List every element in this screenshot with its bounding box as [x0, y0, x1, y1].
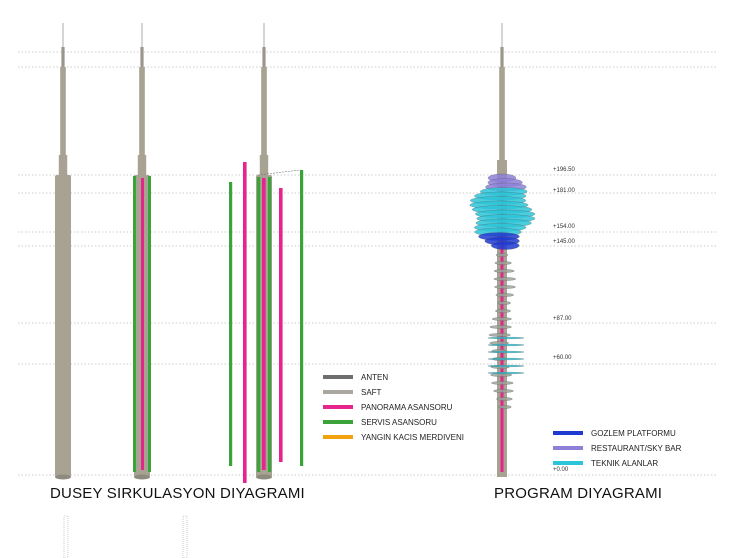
- legend-swatch: [553, 461, 583, 465]
- shaft-tower-1: [55, 23, 71, 480]
- elevation-label: +181.00: [553, 188, 576, 194]
- program-legend-item: GOZLEM PLATFORMU: [553, 428, 676, 438]
- elevation-label: +154.00: [553, 224, 576, 230]
- spire-collar: [137, 155, 147, 177]
- circulation-legend: ANTEN SAFT PANORAMA ASANSORU SERVIS ASANSOR…: [323, 372, 493, 467]
- elevation-label: +0.00: [553, 467, 569, 473]
- elevation-label: +87.00: [553, 316, 572, 322]
- antenna-mast: [262, 47, 266, 67]
- legend-label: GOZLEM PLATFORMU: [591, 428, 676, 438]
- panorama-elevator: [279, 188, 283, 462]
- legend-label: SAFT: [361, 387, 382, 397]
- service-elevator: [268, 177, 272, 472]
- tower-drawings: [55, 23, 304, 483]
- legend-label: SERVIS ASANSORU: [361, 417, 437, 427]
- legend-label: TEKNIK ALANLAR: [591, 458, 659, 468]
- fragment-outline: [63, 515, 69, 558]
- typical-floor-plate: [495, 253, 509, 257]
- circulation-legend-item: SAFT: [323, 387, 381, 397]
- technical-plate: [487, 357, 525, 361]
- circulation-legend-item: YANGIN KACIS MERDIVENI: [323, 432, 464, 442]
- upper-spire: [261, 67, 267, 157]
- typical-floor-plate: [496, 397, 513, 401]
- typical-floor-plate: [489, 325, 512, 329]
- typical-floor-plate: [498, 405, 512, 409]
- legend-label: RESTAURANT/SKY BAR: [591, 443, 682, 453]
- service-elevator: [229, 182, 233, 466]
- typical-floor-plate: [495, 309, 511, 313]
- technical-plate: [487, 371, 525, 375]
- legend-label: YANGIN KACIS MERDIVENI: [361, 432, 464, 442]
- shaft-base: [134, 474, 150, 480]
- program-diagram-title: PROGRAM DIYAGRAMI: [494, 485, 663, 502]
- typical-floor-plate: [497, 301, 511, 305]
- circulation-tower-3: [229, 23, 304, 483]
- circulation-legend-item: ANTEN: [323, 372, 388, 382]
- technical-plate: [487, 364, 525, 368]
- circulation-diagram-title: DUSEY SIRKULASYON DIYAGRAMI: [50, 485, 305, 502]
- typical-floor-plate: [493, 269, 515, 273]
- observation-floor: [491, 241, 520, 250]
- typical-floor-plate: [488, 333, 511, 337]
- elevation-labels: +196.50 +181.00 +154.00 +145.00 +87.00 +60.00…: [553, 167, 576, 473]
- panorama-elevator: [262, 178, 266, 470]
- panorama-elevator: [243, 162, 247, 483]
- upper-spire: [499, 67, 505, 162]
- program-legend-item: TEKNIK ALANLAR: [553, 458, 658, 468]
- elevation-label: +60.00: [553, 355, 572, 361]
- legend-swatch: [323, 420, 353, 424]
- panorama-elevator: [141, 178, 144, 470]
- typical-floor-plate: [493, 389, 514, 393]
- antenna-mast: [500, 47, 504, 67]
- lower-drawing-fragments: [63, 515, 188, 558]
- upper-spire: [139, 67, 145, 157]
- program-legend-item: RESTAURANT/SKY BAR: [553, 443, 681, 453]
- shaft-base: [55, 474, 71, 480]
- spire-collar: [58, 155, 68, 177]
- service-elevator: [300, 170, 304, 466]
- legend-swatch: [553, 431, 583, 435]
- circulation-legend-item: SERVIS ASANSORU: [323, 417, 437, 427]
- typical-floor-plate: [495, 293, 514, 297]
- antenna-mast: [61, 47, 65, 67]
- shaft-base: [256, 474, 272, 480]
- program-tower: [469, 23, 536, 477]
- service-elevator: [257, 177, 261, 472]
- technical-plate: [487, 343, 525, 347]
- typical-floor-plate: [491, 381, 514, 385]
- typical-floor-plate: [494, 261, 512, 265]
- upper-spire: [60, 67, 66, 157]
- legend-label: ANTEN: [361, 372, 389, 382]
- connector-line: [257, 169, 301, 176]
- service-elevator-left: [133, 176, 136, 472]
- program-legend: GOZLEM PLATFORMU RESTAURANT/SKY BAR TEKNIK…: [553, 428, 723, 473]
- circulation-tower-2: [133, 23, 151, 480]
- legend-swatch: [323, 375, 353, 379]
- typical-floor-plate: [494, 285, 516, 289]
- elevation-label: +196.50: [553, 167, 576, 173]
- main-shaft: [55, 175, 71, 477]
- technical-plate: [487, 336, 525, 340]
- elevation-label: +145.00: [553, 239, 576, 245]
- legend-swatch: [323, 435, 353, 439]
- legend-label: PANORAMA ASANSORU: [361, 402, 453, 412]
- fragment-outline: [182, 515, 188, 558]
- typical-floor-plate: [493, 277, 516, 281]
- typical-floor-plate: [491, 317, 512, 321]
- circulation-legend-item: PANORAMA ASANSORU: [323, 402, 452, 412]
- antenna-mast: [140, 47, 144, 67]
- legend-swatch: [553, 446, 583, 450]
- technical-plate: [487, 350, 525, 354]
- spire-collar: [259, 155, 269, 177]
- legend-swatch: [323, 390, 353, 394]
- legend-swatch: [323, 405, 353, 409]
- service-elevator-right: [148, 176, 151, 472]
